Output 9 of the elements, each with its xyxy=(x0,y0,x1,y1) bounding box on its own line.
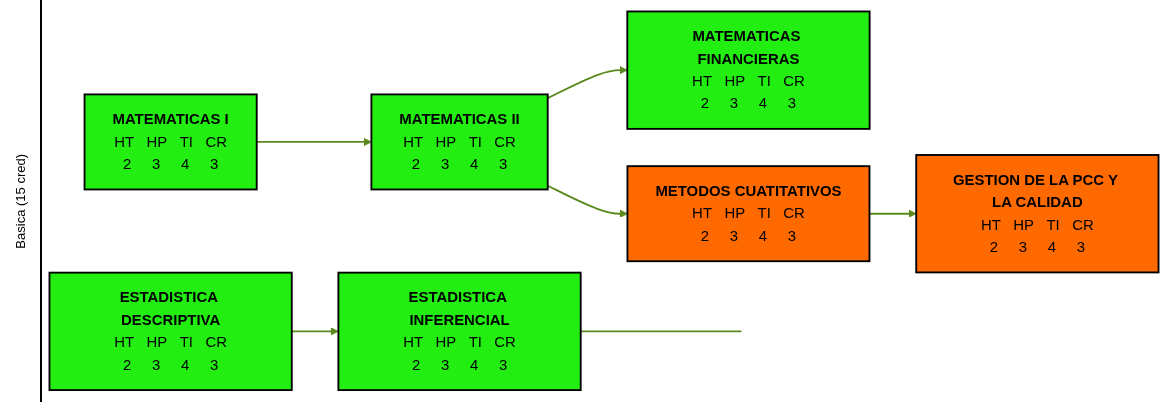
node-box: MATEMATICAS I HT HP TI CR 2 3 4 3 xyxy=(83,93,258,191)
node-box: MATEMATICAS FINANCIERAS HT HP TI CR 2 3 4 3 xyxy=(626,10,871,131)
row-label: Basica (15 cred) xyxy=(12,153,28,249)
node-box: MATEMATICAS II HT HP TI CR 2 3 4 3 xyxy=(370,93,549,191)
arrow xyxy=(546,185,628,219)
node-box: GESTION DE LA PCC Y LA CALIDAD HT HP TI CR 2 3 4 3 xyxy=(915,154,1160,274)
node-box: METODOS CUATITATIVOS HT HP TI CR 2 3 4 3 xyxy=(626,165,871,263)
node-box: ESTADISTICA INFERENCIAL HT HP TI CR 2 3 4 3 xyxy=(337,271,582,392)
node-box: ESTADISTICA DESCRIPTIVA HT HP TI CR 2 3 4 3 xyxy=(48,271,293,392)
